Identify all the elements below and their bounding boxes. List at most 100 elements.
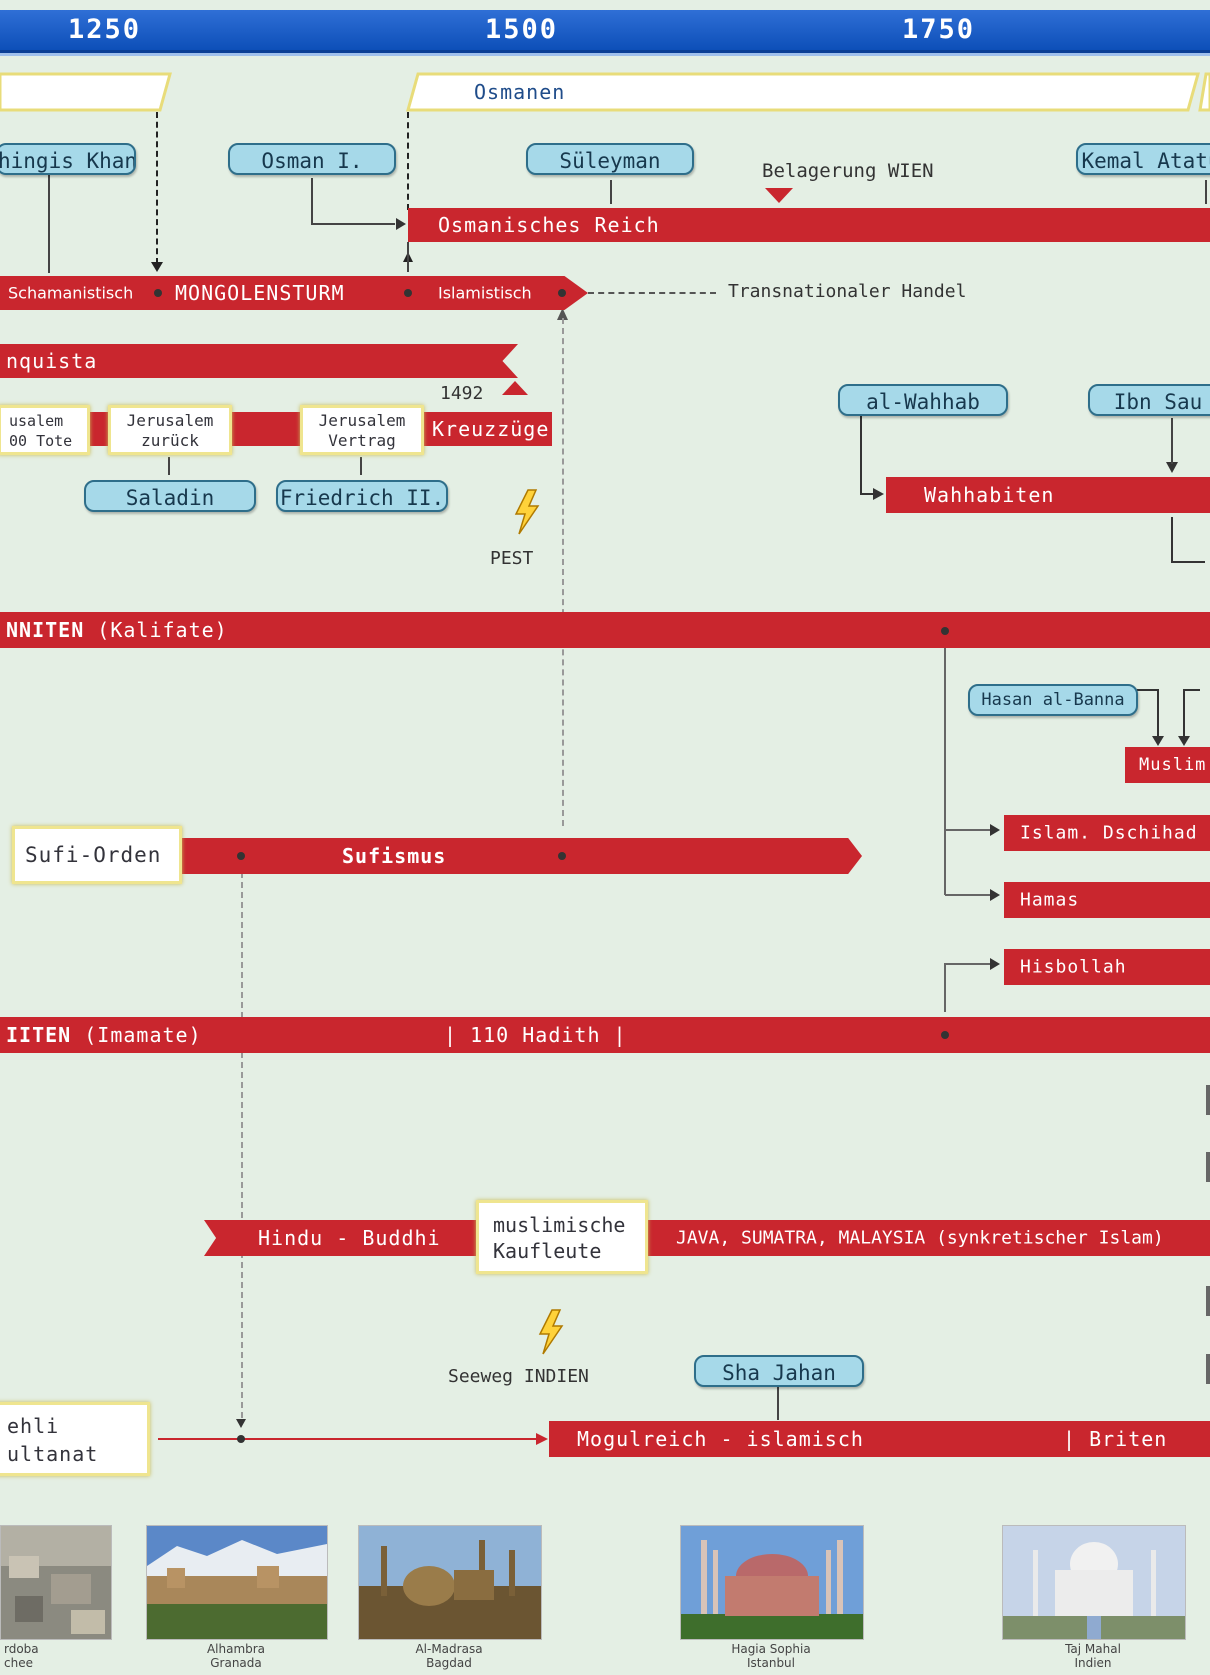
box-line: Jerusalem bbox=[318, 411, 406, 430]
bar-dot bbox=[154, 289, 162, 297]
person-dschingis-khan[interactable]: hingis Khan bbox=[0, 143, 136, 175]
sufi-orden-box: Sufi-Orden bbox=[12, 826, 182, 884]
bar-label: Hindu - Buddhi bbox=[258, 1226, 441, 1250]
bar-mogulreich[interactable]: Mogulreich - islamisch | Briten bbox=[549, 1421, 1210, 1457]
banner-osmanen bbox=[406, 72, 1200, 112]
bar-label: | Briten bbox=[1063, 1427, 1168, 1451]
photo-alhambra[interactable] bbox=[146, 1525, 328, 1640]
banner-right-fragment bbox=[1198, 72, 1210, 112]
arrowhead bbox=[396, 218, 406, 230]
box-line: Jerusalem bbox=[126, 411, 214, 430]
person-kemal-ataturk[interactable]: Kemal Atatü bbox=[1076, 143, 1210, 175]
connector-line bbox=[1171, 418, 1173, 464]
person-sha-jahan[interactable]: Sha Jahan bbox=[694, 1355, 864, 1387]
bar-reconquista[interactable]: nquista bbox=[0, 344, 518, 378]
bar-label-bold: IITEN bbox=[6, 1023, 72, 1047]
year-label-1250: 1250 bbox=[68, 14, 142, 45]
wahhab-connector bbox=[860, 416, 873, 495]
bar-sufismus[interactable]: Sufismus bbox=[170, 838, 862, 874]
kreuzzug-box-1: usalem 00 Tote bbox=[0, 405, 90, 455]
bar-label-rest: (Kalifate) bbox=[97, 618, 228, 642]
person-al-wahhab[interactable]: al-Wahhab bbox=[838, 384, 1008, 416]
photo-hagia-sophia[interactable] bbox=[680, 1525, 864, 1640]
box-line: 00 Tote bbox=[9, 432, 73, 450]
bar-label: MONGOLENSTURM bbox=[175, 281, 345, 305]
dehli-sultanat-box: ehli ultanat bbox=[0, 1402, 150, 1476]
bar-wahhabiten[interactable]: Wahhabiten bbox=[886, 477, 1210, 513]
kaufleute-box: muslimische Kaufleute bbox=[476, 1200, 648, 1274]
person-hasan-al-banna[interactable]: Hasan al-Banna bbox=[968, 684, 1138, 716]
person-friedrich[interactable]: Friedrich II. bbox=[276, 480, 448, 512]
photo-cordoba[interactable] bbox=[0, 1525, 112, 1640]
bar-dot bbox=[237, 1435, 245, 1443]
bar-label: Islamistisch bbox=[438, 283, 532, 303]
bar-hisbollah[interactable]: Hisbollah bbox=[1004, 949, 1210, 985]
person-saladin[interactable]: Saladin bbox=[84, 480, 256, 512]
bar-label-bold: NNITEN bbox=[6, 618, 85, 642]
taj-mahal-image bbox=[1003, 1526, 1185, 1639]
arrowhead bbox=[151, 262, 163, 272]
caption-sub: chee bbox=[4, 1656, 33, 1670]
caption-sub: Indien bbox=[1074, 1656, 1112, 1670]
bar-schiiten[interactable]: IITEN (Imamate) | 110 Hadith | bbox=[0, 1017, 1210, 1053]
year-label-1750: 1750 bbox=[902, 14, 976, 45]
bar-label: Kreuzzüge bbox=[432, 417, 550, 441]
bar-label: Osmanisches Reich bbox=[438, 213, 660, 237]
caption-sub: Bagdad bbox=[426, 1656, 472, 1670]
bar-label: Hisbollah bbox=[1020, 956, 1127, 978]
pest-dashed-line bbox=[562, 318, 564, 826]
bar-mongolensturm[interactable]: Schamanistisch MONGOLENSTURM Islamistisc… bbox=[0, 276, 588, 310]
box-line: muslimische bbox=[493, 1213, 626, 1237]
person-ibn-saud[interactable]: Ibn Sau bbox=[1088, 384, 1210, 416]
person-osman[interactable]: Osman I. bbox=[228, 143, 396, 175]
year-header: 1250 1500 1750 bbox=[0, 10, 1210, 53]
person-sueleyman[interactable]: Süleyman bbox=[526, 143, 694, 175]
photo-al-madrasa[interactable] bbox=[358, 1525, 542, 1640]
year-label-1500: 1500 bbox=[485, 14, 559, 45]
caption-sub: Istanbul bbox=[746, 1656, 795, 1670]
bar-kreuzzuege[interactable]: Kreuzzüge bbox=[0, 412, 552, 446]
arrowhead bbox=[990, 889, 1000, 901]
bar-hamas[interactable]: Hamas bbox=[1004, 882, 1210, 918]
kreuzzug-box-3: Jerusalem Vertrag bbox=[300, 405, 424, 455]
marker-1492 bbox=[502, 381, 528, 395]
bar-label: nquista bbox=[6, 349, 98, 373]
bar-islam-dschihad[interactable]: Islam. Dschihad bbox=[1004, 815, 1210, 851]
edge-fragment bbox=[1206, 1354, 1210, 1384]
wien-label: Belagerung WIEN bbox=[762, 160, 934, 182]
arrowhead bbox=[1166, 462, 1178, 473]
caption-title: Taj Mahal bbox=[1065, 1642, 1121, 1656]
hagia-sophia-image bbox=[681, 1526, 863, 1639]
ibnsaud-connector bbox=[1171, 517, 1205, 563]
caption-title: Hagia Sophia bbox=[731, 1642, 811, 1656]
bar-dot bbox=[941, 1031, 949, 1039]
branch-hisbollah bbox=[944, 963, 990, 1012]
bar-osmanisches-reich[interactable]: Osmanisches Reich bbox=[408, 208, 1210, 242]
bar-muslimbrueder[interactable]: Muslim bbox=[1125, 747, 1210, 783]
bar-label: Muslim bbox=[1139, 755, 1207, 775]
bar-label: Wahhabiten bbox=[924, 483, 1055, 507]
madrasa-image bbox=[359, 1526, 541, 1639]
hasan-connector bbox=[1137, 689, 1159, 740]
arrowhead bbox=[236, 1419, 246, 1428]
arrowhead bbox=[990, 958, 1000, 970]
bar-label: JAVA, SUMATRA, MALAYSIA (synkretischer I… bbox=[676, 1227, 1164, 1249]
bar-sunniten[interactable]: NNITEN (Kalifate) bbox=[0, 612, 1210, 648]
handel-dashed-line bbox=[588, 292, 716, 294]
connector-line bbox=[168, 457, 170, 475]
alhambra-image bbox=[147, 1526, 327, 1639]
bar-label: Islam. Dschihad bbox=[1020, 822, 1198, 844]
bar-label: Schamanistisch bbox=[8, 283, 134, 303]
box-line: Vertrag bbox=[328, 431, 396, 450]
connector-line bbox=[48, 175, 50, 273]
box-line: Kaufleute bbox=[493, 1239, 602, 1263]
connector-line bbox=[1205, 180, 1207, 204]
bar-label: IITEN (Imamate) bbox=[6, 1023, 202, 1047]
photo-taj-mahal[interactable] bbox=[1002, 1525, 1186, 1640]
bar-suedostasien[interactable]: Hindu - Buddhi JAVA, SUMATRA, MALAYSIA (… bbox=[204, 1220, 1210, 1256]
bar-label: NNITEN (Kalifate) bbox=[6, 618, 228, 642]
